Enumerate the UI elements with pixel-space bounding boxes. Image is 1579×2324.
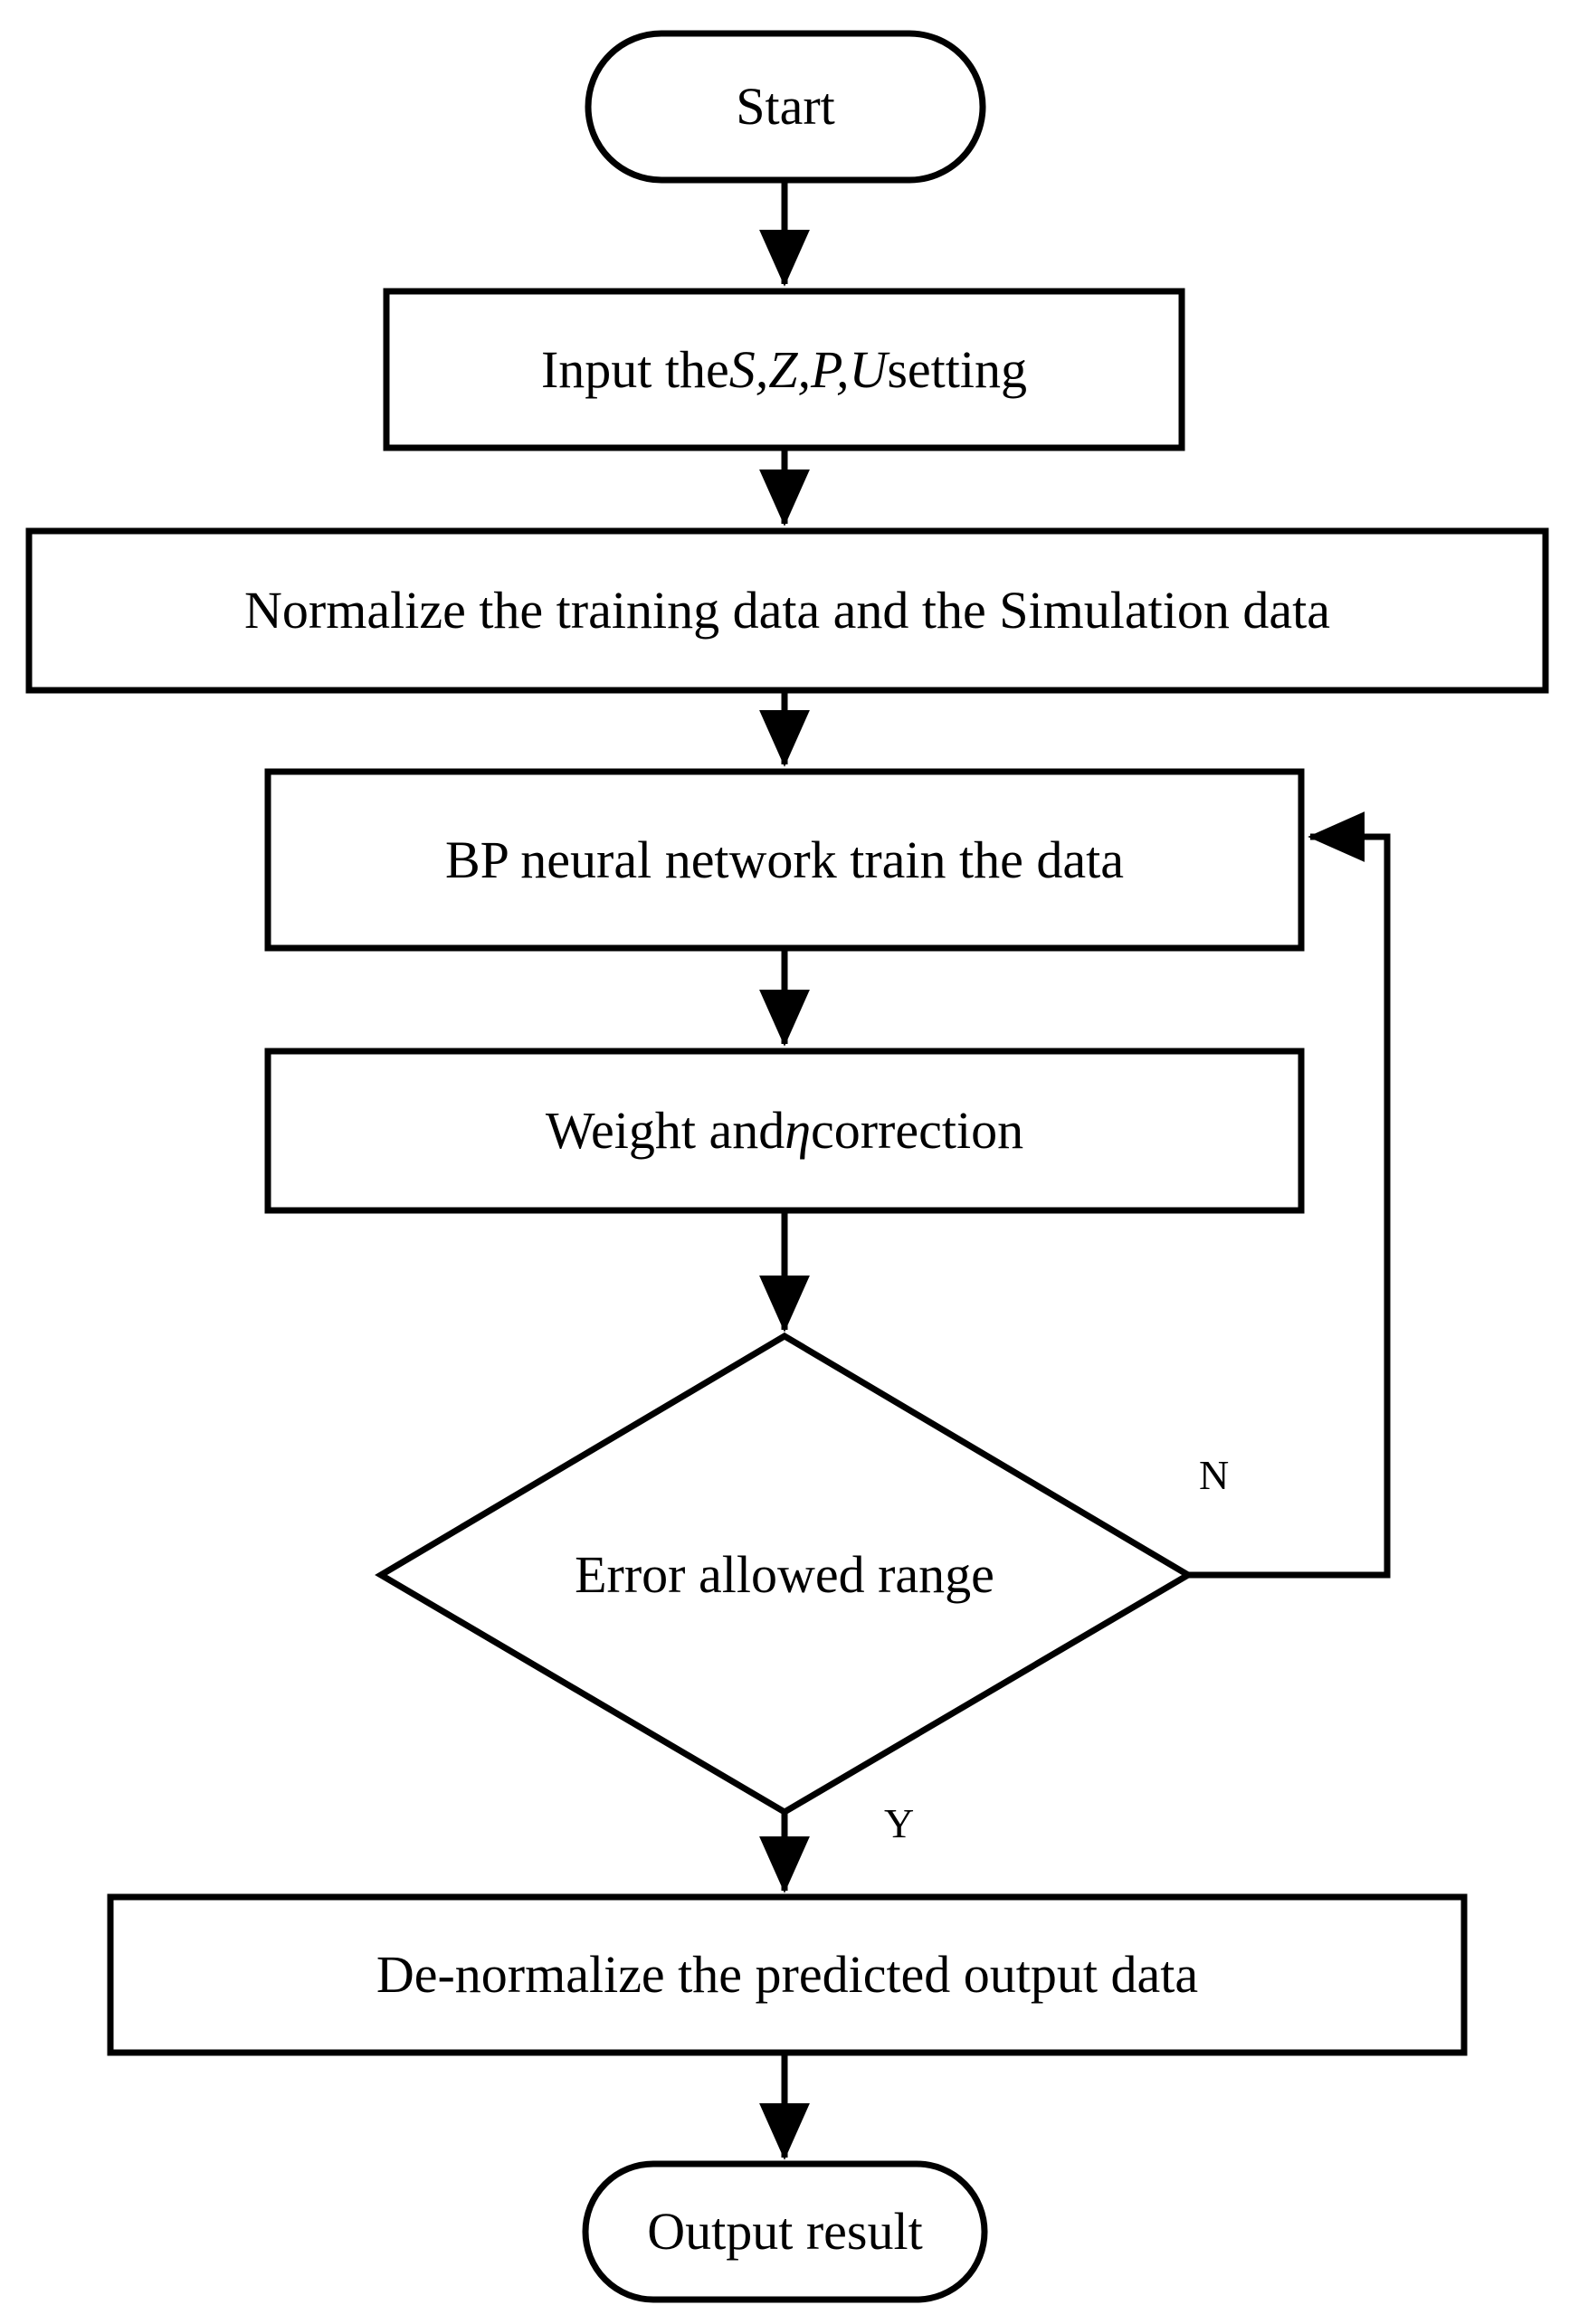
start-node-shape[interactable] xyxy=(585,30,986,184)
train-node-shape[interactable] xyxy=(264,768,1305,952)
denormalize-node-shape[interactable] xyxy=(107,1893,1468,2056)
decision-node-shape[interactable] xyxy=(375,1332,1194,1817)
input-setting-node-shape[interactable] xyxy=(383,288,1185,451)
output-node-shape[interactable] xyxy=(582,2160,988,2303)
normalize-node-shape[interactable] xyxy=(25,527,1549,694)
edge-label-no: N xyxy=(1199,1452,1230,1498)
connector-decision-no-to-train xyxy=(1188,811,1391,1579)
edge-label-yes: Y xyxy=(884,1800,915,1846)
correction-node-shape[interactable] xyxy=(264,1048,1305,1214)
